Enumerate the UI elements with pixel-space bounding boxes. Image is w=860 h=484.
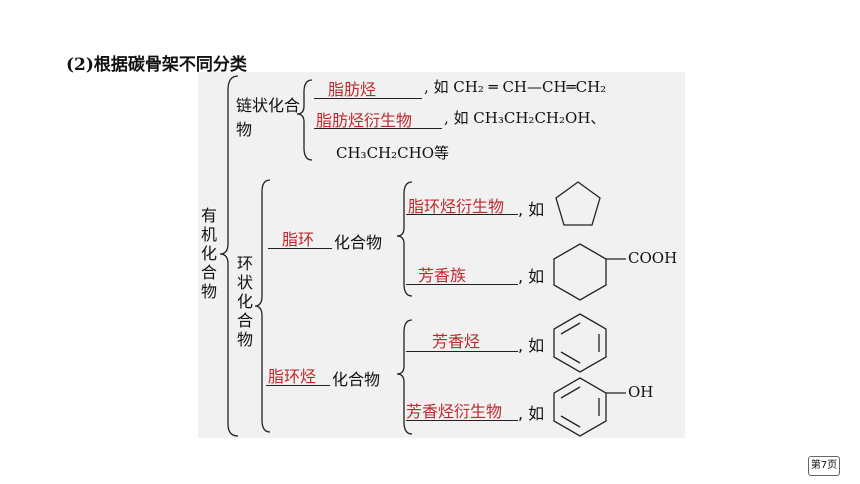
section-heading: (2)根据碳骨架不同分类 bbox=[66, 55, 247, 75]
aromatic-suffix: 化合物 bbox=[332, 370, 381, 389]
chain-example-1: , 如 CH₂ ═ CH—CH═CH₂ bbox=[424, 78, 607, 96]
cyclopentane-icon bbox=[555, 181, 601, 226]
oh-group-label: OH bbox=[628, 383, 654, 401]
benzene-icon bbox=[553, 313, 607, 373]
alicyclic-brace bbox=[396, 181, 413, 297]
aromatic-brace bbox=[396, 319, 413, 435]
alicyclic-sub2-example: , 如 bbox=[518, 267, 545, 286]
aromatic-answer: 脂环烃 bbox=[268, 367, 317, 386]
alicyclic-suffix: 化合物 bbox=[334, 233, 383, 252]
root-label: 有机化合物 bbox=[200, 206, 217, 301]
chain-answer-2: 脂肪烃衍生物 bbox=[316, 111, 413, 130]
diagram-panel bbox=[198, 72, 685, 438]
chain-label-text: 链状化合物 bbox=[236, 96, 301, 139]
alicyclic-sub2-answer: 芳香族 bbox=[418, 266, 467, 285]
chain-example-2-cont: CH₃CH₂CHO等 bbox=[336, 144, 449, 162]
alicyclic-answer: 脂环 bbox=[282, 230, 315, 249]
cyclohexane-icon bbox=[553, 243, 607, 301]
aromatic-sub2-answer: 芳香烃衍生物 bbox=[406, 402, 503, 421]
chain-answer-1: 脂肪烃 bbox=[328, 80, 377, 99]
cooh-group-label: COOH bbox=[628, 249, 678, 267]
aromatic-sub1-example: , 如 bbox=[518, 336, 545, 355]
page-number-badge: 第7页 bbox=[808, 456, 840, 476]
alicyclic-sub1-example: , 如 bbox=[518, 200, 545, 219]
chain-brace bbox=[296, 79, 313, 161]
phenol-ring-icon bbox=[553, 377, 607, 437]
cyclic-brace bbox=[254, 179, 271, 433]
aromatic-sub2-example: , 如 bbox=[518, 404, 545, 423]
chain-label: 链状化合物 bbox=[236, 94, 300, 142]
aromatic-sub1-answer: 芳香烃 bbox=[432, 332, 481, 351]
cyclic-label: 环状化合物 bbox=[236, 254, 253, 349]
main-brace bbox=[219, 75, 239, 437]
chain-example-2: , 如 CH₃CH₂CH₂OH、 bbox=[444, 109, 606, 127]
alicyclic-sub1-answer: 脂环烃衍生物 bbox=[408, 197, 505, 216]
